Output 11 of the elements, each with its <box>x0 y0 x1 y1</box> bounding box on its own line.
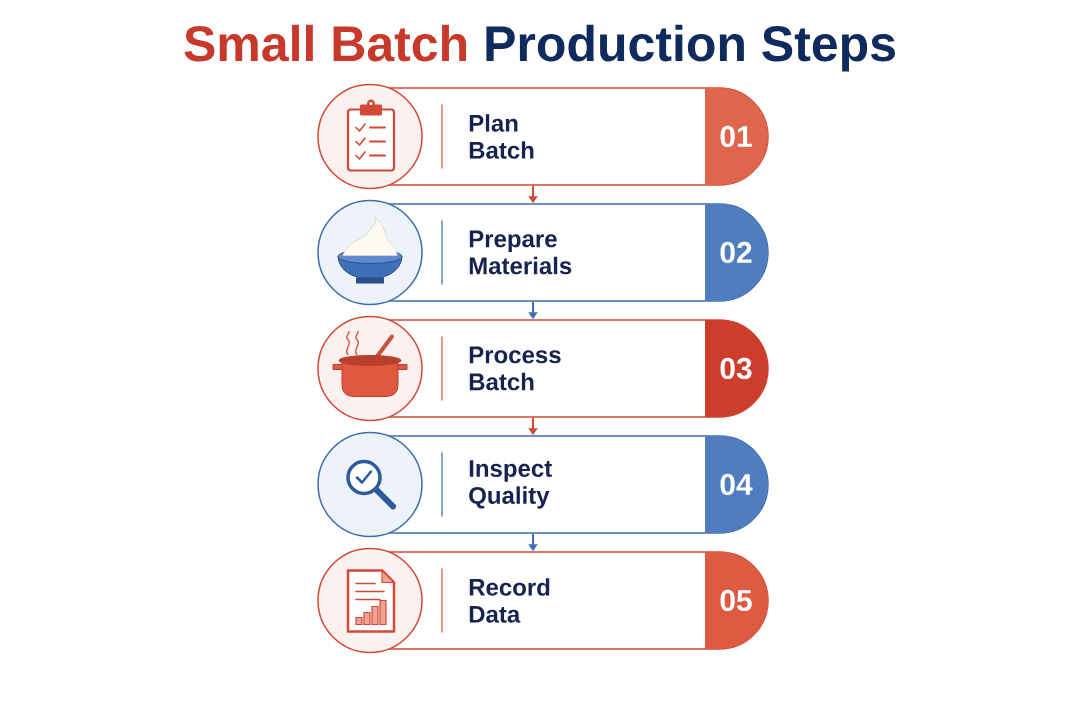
number-badge: 02 <box>705 204 768 301</box>
step-label: Record Data <box>469 578 550 623</box>
step-label: Inspect Quality <box>469 460 552 509</box>
step-label: Plan Batch <box>469 114 534 159</box>
number-badge: 04 <box>705 436 768 533</box>
number-badge: 05 <box>705 552 768 649</box>
number-badge: 01 <box>705 88 768 185</box>
number-badge: 03 <box>705 320 768 417</box>
step-label: Prepare Materials <box>469 230 572 275</box>
title: Small Batch Production Steps <box>184 24 895 72</box>
step-label: Process Batch <box>469 346 561 391</box>
